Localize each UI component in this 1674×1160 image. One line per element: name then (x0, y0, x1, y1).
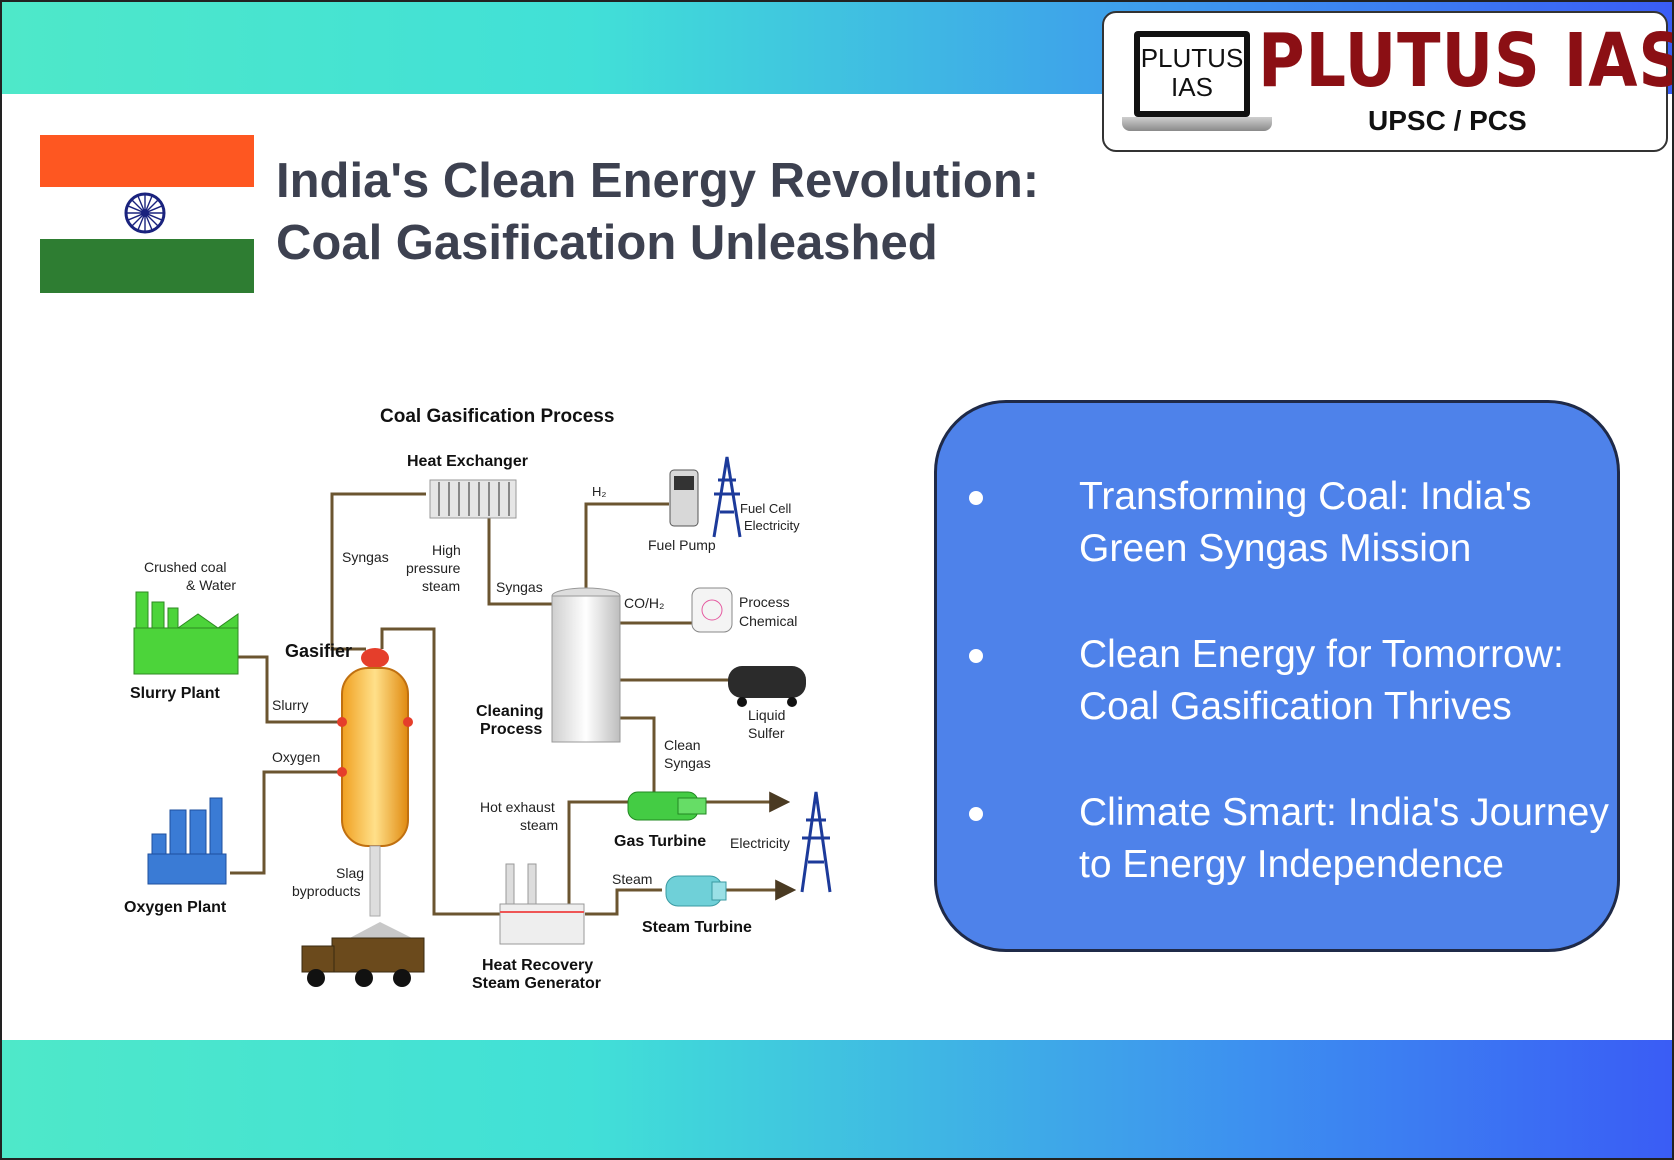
laptop-icon: PLUTUS IAS (1122, 25, 1272, 137)
cleaning-tower (551, 587, 621, 743)
label-slurry: Slurry (272, 697, 309, 713)
diagram-title: Coal Gasification Process (380, 406, 614, 427)
bottom-gradient-band (2, 1040, 1672, 1158)
label-process-2: Chemical (739, 613, 797, 629)
label-fuel-cell-1: Fuel Cell (740, 501, 791, 516)
gasifier-vessel (337, 648, 413, 917)
hrsg-icon (499, 863, 585, 945)
label-co-h2: CO/H₂ (624, 595, 664, 611)
label-process-1: Process (739, 594, 790, 610)
label-gas-turbine: Gas Turbine (614, 833, 706, 850)
bullet-dot-icon (969, 807, 983, 821)
power-tower-icon (712, 456, 742, 538)
fuel-pump-icon (669, 469, 699, 527)
label-liquid-2: Sulfer (748, 725, 785, 741)
laptop-text-line2: IAS (1171, 72, 1213, 102)
label-gasifier: Gasifier (285, 641, 352, 661)
label-heat-exchanger: Heat Exchanger (407, 453, 528, 470)
bullet-dot-icon (969, 649, 983, 663)
label-hot-2: steam (520, 817, 558, 833)
logo-brand: PLUTUS IAS (1258, 18, 1674, 104)
gas-turbine-icon (627, 791, 707, 821)
label-crushed-1: Crushed coal (144, 559, 227, 575)
bullet-line: Coal Gasification Thrives (1079, 685, 1512, 728)
bullet-line: Transforming Coal: India's (1079, 475, 1532, 518)
label-oxygen-plant: Oxygen Plant (124, 899, 227, 916)
steam-turbine-icon (665, 875, 727, 907)
bullet-line: Climate Smart: India's Journey (1079, 791, 1609, 834)
info-card: Transforming Coal: India's Green Syngas … (934, 400, 1620, 952)
slide-title: India's Clean Energy Revolution: Coal Ga… (276, 154, 1040, 270)
label-crushed-2: & Water (186, 577, 236, 593)
logo-tagline: UPSC / PCS (1368, 105, 1527, 136)
label-hrsg-2: Steam Generator (472, 975, 601, 992)
label-slurry-plant: Slurry Plant (130, 685, 220, 702)
electricity-tower-icon (800, 791, 832, 893)
label-hp-1: High (432, 542, 461, 558)
bullet-line: Green Syngas Mission (1079, 527, 1472, 570)
label-syngas-left: Syngas (342, 549, 389, 565)
flow-lines (230, 492, 797, 916)
coal-gasification-diagram: Coal Gasification Process Heat Exchanger… (124, 406, 832, 992)
label-fuel-pump: Fuel Pump (648, 537, 716, 553)
label-cleaning-1: Cleaning (476, 703, 544, 720)
bullet-line: to Energy Independence (1079, 843, 1505, 886)
label-clean-2: Syngas (664, 755, 711, 771)
laptop-text-line1: PLUTUS (1140, 43, 1244, 73)
oxygen-plant-icon (147, 797, 227, 885)
label-hp-3: steam (422, 578, 460, 594)
label-steam: Steam (612, 871, 652, 887)
india-flag (40, 135, 254, 293)
heat-exchanger (429, 479, 517, 519)
label-liquid-1: Liquid (748, 707, 785, 723)
label-slag-2: byproducts (292, 883, 360, 899)
label-h2: H₂ (592, 484, 606, 499)
ashoka-chakra-icon (124, 192, 166, 234)
slurry-plant-icon (133, 591, 239, 675)
plutus-ias-logo: PLUTUS IAS PLUTUS IAS UPSC / PCS (1102, 11, 1672, 152)
label-hrsg-1: Heat Recovery (482, 957, 593, 974)
bullet-dot-icon (969, 491, 983, 505)
label-clean-1: Clean (664, 737, 701, 753)
process-chemical-icon (691, 587, 733, 633)
label-cleaning-2: Process (480, 721, 542, 738)
label-hot-1: Hot exhaust (480, 799, 555, 815)
label-steam-turbine: Steam Turbine (642, 919, 752, 936)
label-electricity: Electricity (730, 835, 790, 851)
dump-truck-icon (301, 922, 425, 987)
label-hp-2: pressure (406, 560, 461, 576)
liquid-sulfer-tanker-icon (728, 666, 806, 707)
label-fuel-cell-2: Electricity (744, 518, 800, 533)
bullet-line: Clean Energy for Tomorrow: (1079, 633, 1564, 676)
label-slag-1: Slag (336, 865, 364, 881)
label-oxygen: Oxygen (272, 749, 320, 765)
label-syngas-mid: Syngas (496, 579, 543, 595)
